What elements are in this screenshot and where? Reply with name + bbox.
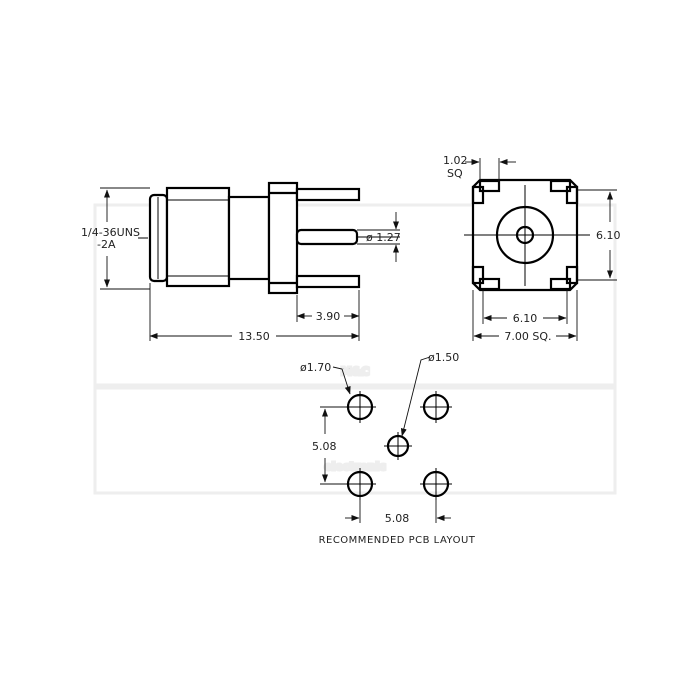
ground-hole-diameter-label: ø1.70 [300,361,331,374]
thread-label-line2: -2A [97,238,116,251]
watermark: M&C electronic [93,203,617,495]
body-width-label: 7.00 SQ. [504,330,551,343]
pad-width-label: 6.10 [513,312,538,325]
side-view: ø 1.27 1/4-36UNS -2A 3.90 13.50 [81,181,401,343]
pcb-layout: ø1.70 ø1.50 5.08 5.08 RECOMMENDED PCB LA… [300,351,476,546]
center-hole [384,432,412,460]
pcb-layout-caption: RECOMMENDED PCB LAYOUT [319,535,476,546]
thread-label-line1: 1/4-36UNS [81,226,140,239]
horizontal-pitch-label: 5.08 [385,512,410,525]
ground-hole [420,468,452,500]
watermark-company: electronic [324,460,386,473]
corner-pad-label-line1: 1.02 [443,154,468,167]
watermark-logo: M&C [341,365,370,378]
pad-height-label: 6.10 [596,229,621,242]
ground-hole [420,391,452,423]
ground-hole [344,468,376,500]
ground-hole [344,391,376,423]
overall-length-label: 13.50 [238,330,270,343]
corner-pad-label-line2: SQ [447,167,463,180]
center-hole-diameter-label: ø1.50 [428,351,459,364]
front-view: 1.02 SQ 6.10 6.10 7.00 SQ. [443,154,621,343]
vertical-pitch-label: 5.08 [312,440,337,453]
pin-length-label: 3.90 [316,310,341,323]
pin-diameter-label: ø 1.27 [366,231,401,244]
